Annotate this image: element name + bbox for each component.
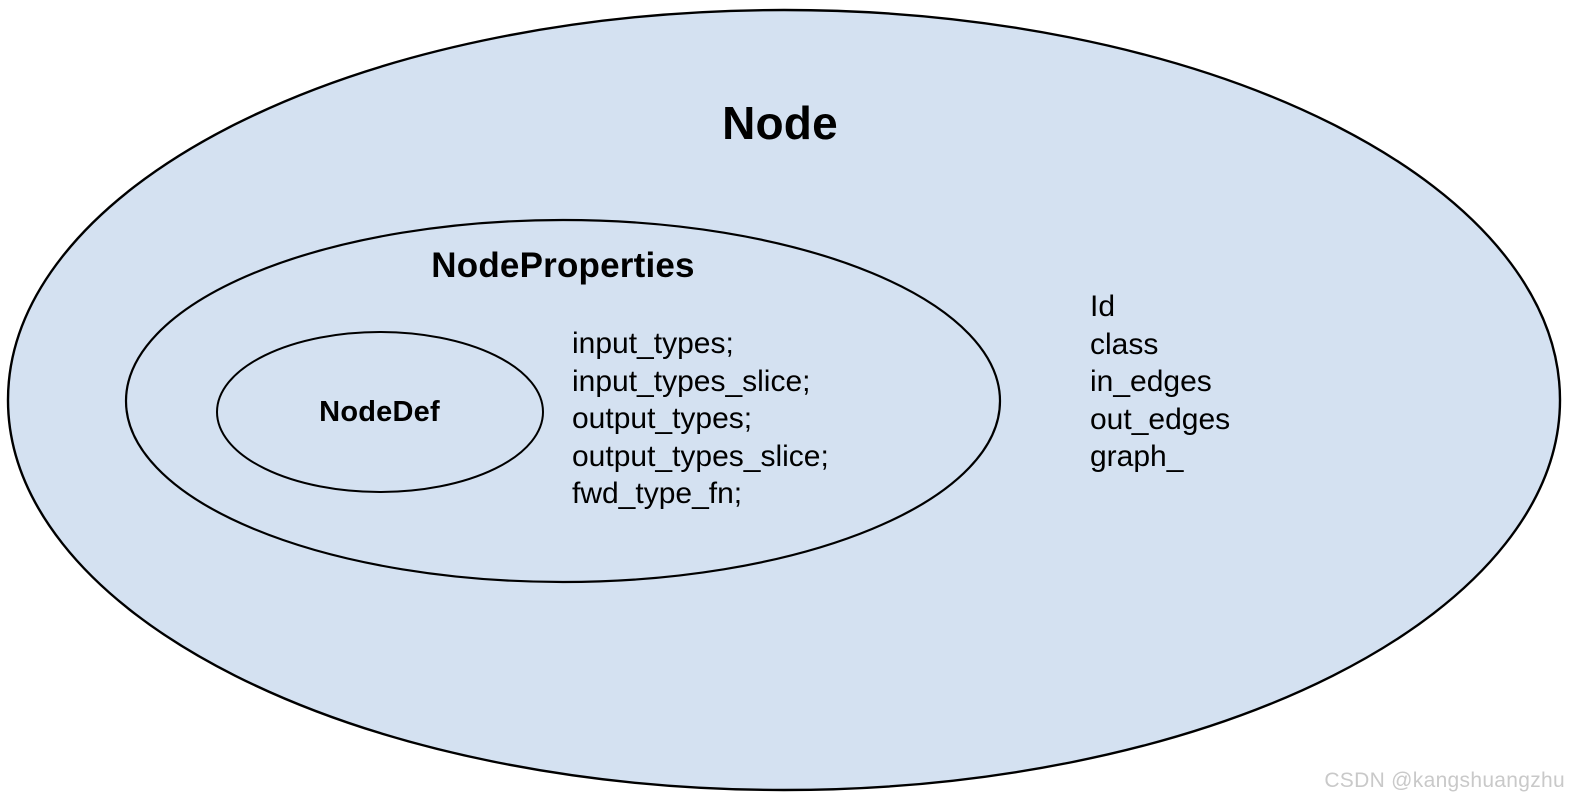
field-item: class <box>1090 327 1159 361</box>
node-field-list: Id class in_edges out_edges graph_ <box>1090 288 1230 476</box>
nodeproperties-ellipse <box>124 218 1002 584</box>
nodedef-title-label: NodeDef <box>319 396 440 428</box>
field-item: fwd_type_fn; <box>572 477 743 510</box>
nodeproperties-field-list: input_types; input_types_slice; output_t… <box>572 325 829 513</box>
field-item: out_edges <box>1090 402 1231 436</box>
nodeproperties-title-label: NodeProperties <box>431 246 695 285</box>
field-item: graph_ <box>1090 440 1184 473</box>
field-item: Id <box>1090 290 1116 323</box>
field-item: output_types_slice; <box>572 439 829 473</box>
nodedef-ellipse <box>216 331 544 493</box>
field-item: in_edges <box>1090 365 1212 398</box>
field-item: input_types_slice; <box>572 364 811 398</box>
node-title-label: Node <box>722 97 838 149</box>
field-item: output_types; <box>572 402 753 435</box>
csdn-watermark: CSDN @kangshuangzhu <box>1324 769 1565 792</box>
field-item: input_types; <box>572 327 734 360</box>
